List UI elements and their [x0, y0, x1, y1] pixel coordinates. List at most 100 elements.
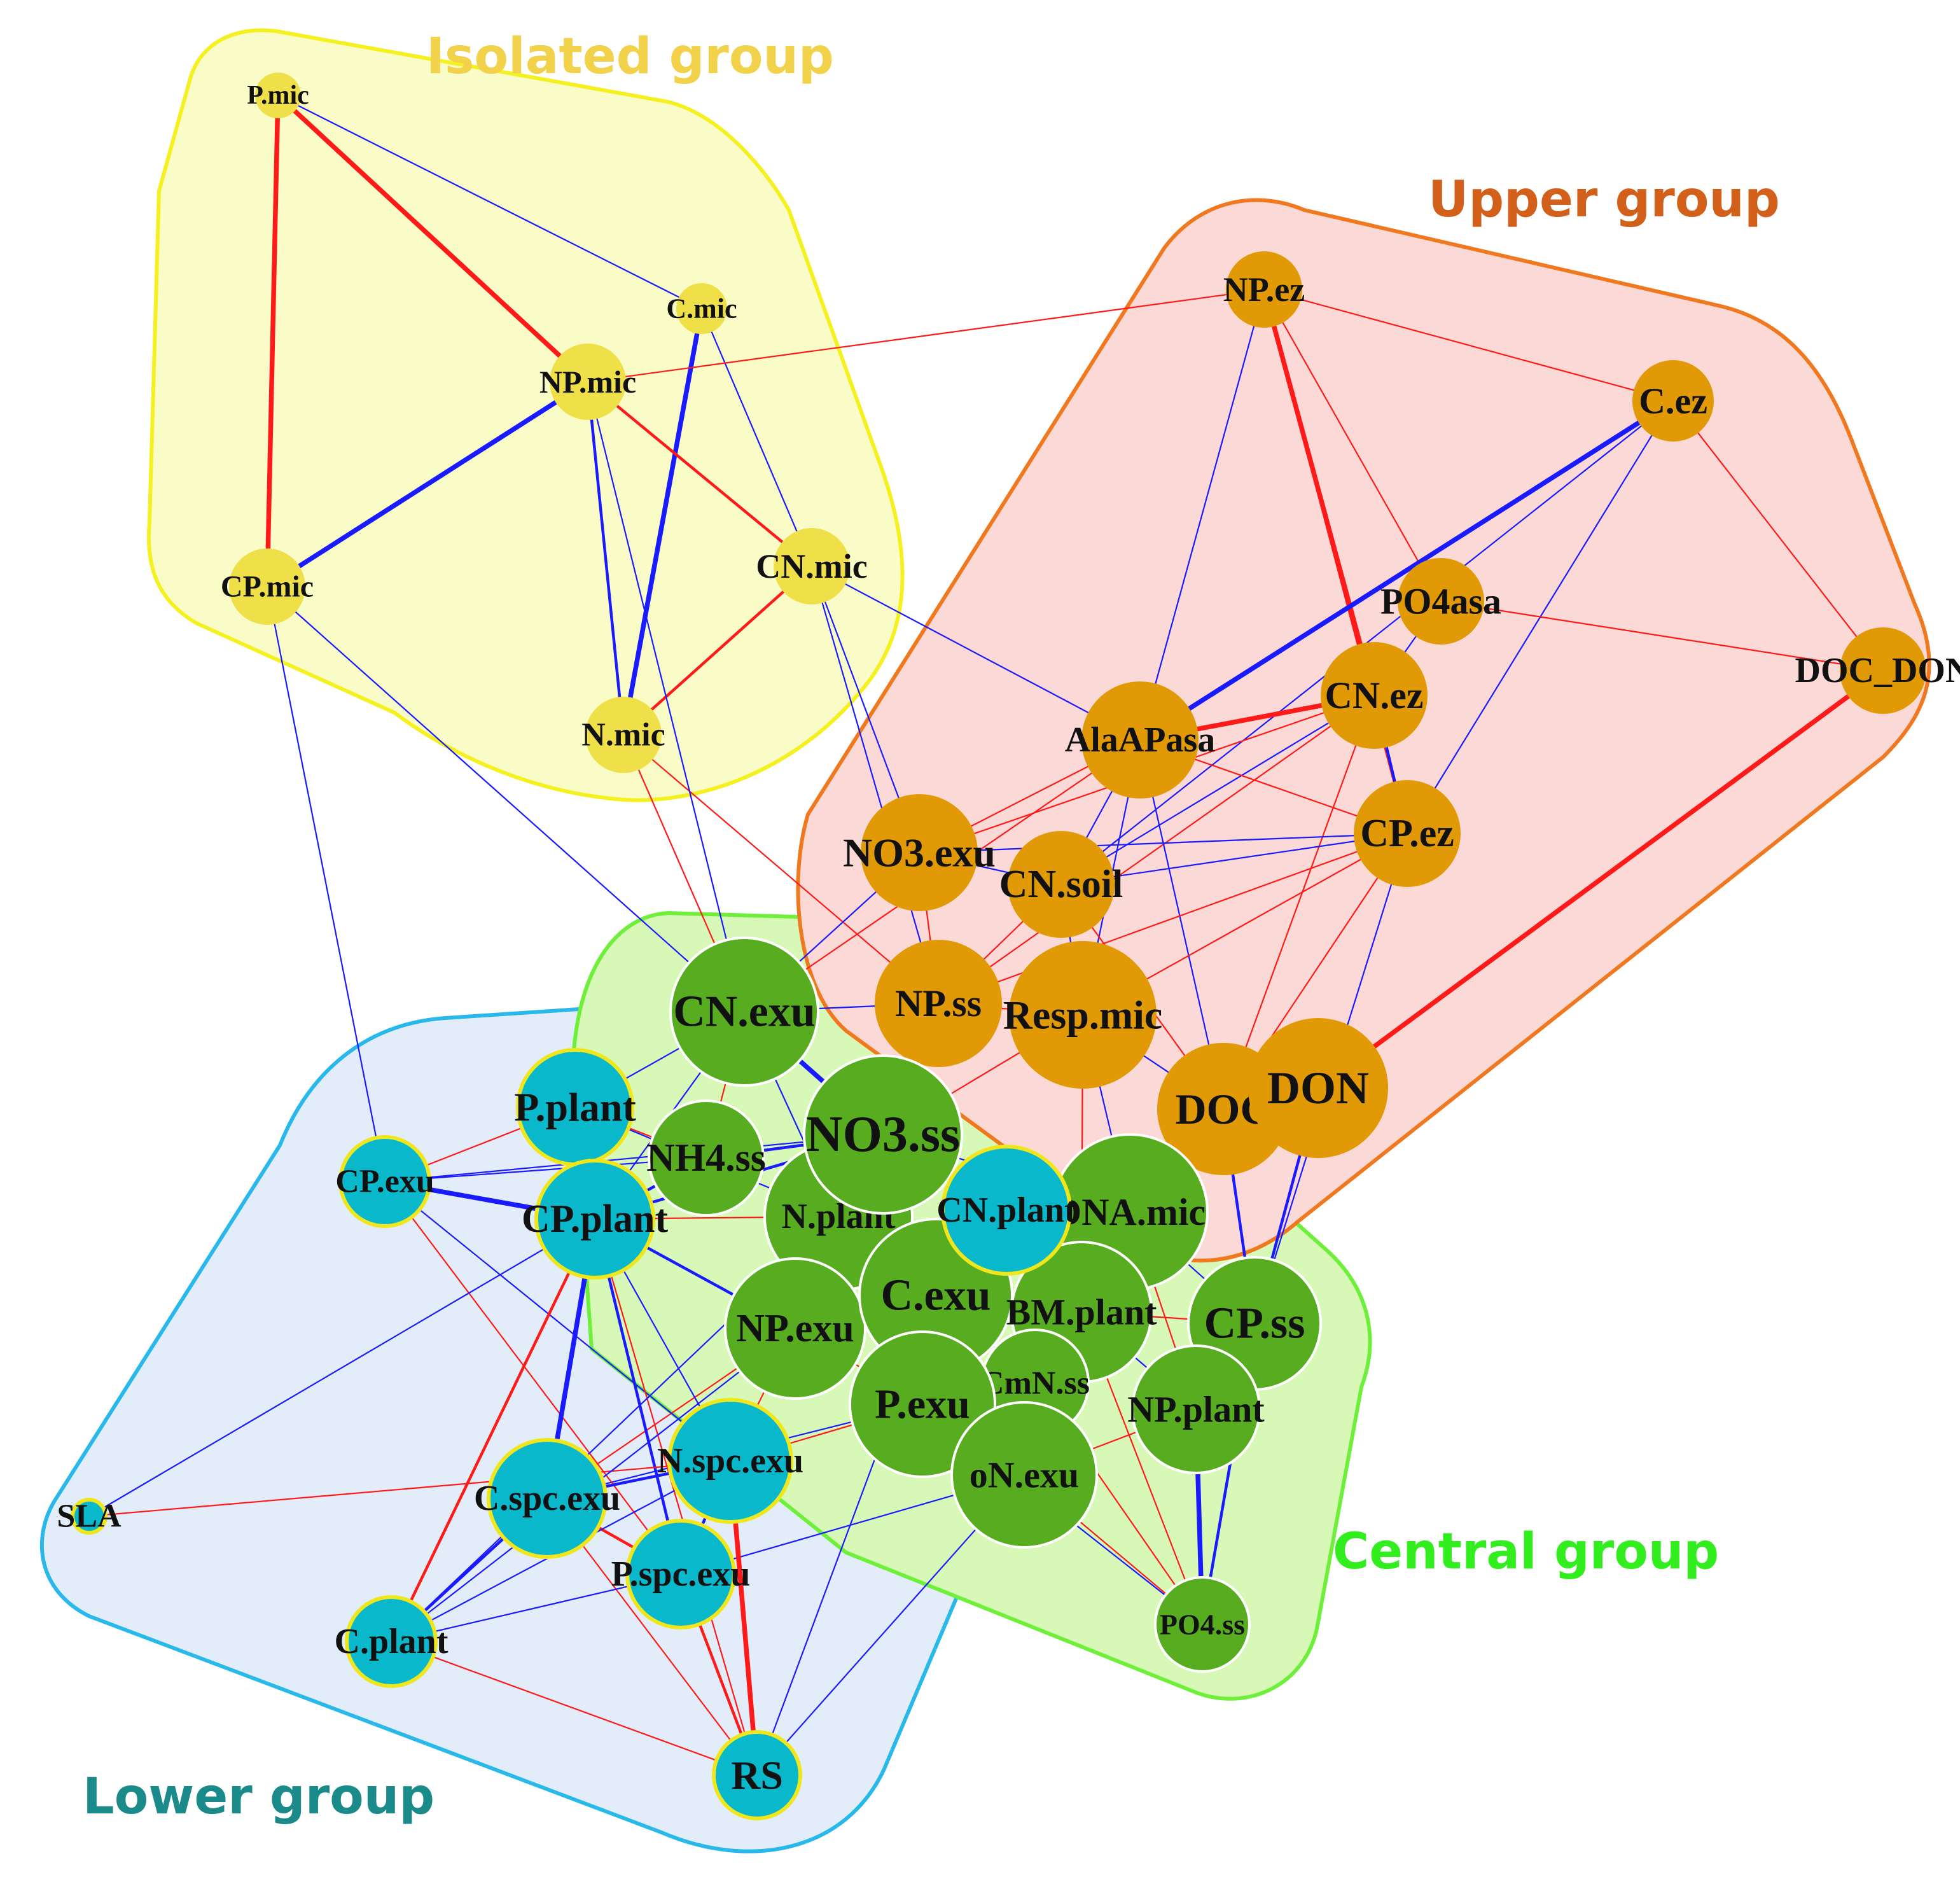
node-p-exu: P.exu [849, 1330, 996, 1478]
edge-cp-mic-cp-exu [266, 586, 386, 1182]
node-circle [803, 1054, 963, 1215]
edge-cp-exu-no3-ss [384, 1133, 884, 1183]
edge-cp-exu-n-spc-exu [384, 1181, 731, 1462]
node-cn-ez: CN.ez [1321, 642, 1428, 749]
node-np-ss: NP.ss [875, 940, 1002, 1067]
edge-c-plant-rs [391, 1640, 758, 1776]
edge-n-mic-np-ss [623, 734, 939, 1004]
edge-cp-ez-no3-exu [919, 832, 1408, 854]
node-circle [255, 73, 301, 118]
node-don: DON [1248, 1018, 1388, 1158]
node-circle [229, 548, 305, 625]
central-group-title: Central group [1333, 1523, 1719, 1580]
node-circle [534, 1159, 655, 1280]
node-circle [849, 1330, 996, 1478]
node-sla: SLA [57, 1498, 122, 1535]
node-circle [861, 794, 978, 911]
node-label: P.exu [875, 1381, 970, 1428]
edge-cn-ez-cn-soil [1060, 695, 1375, 885]
node-circle [71, 1498, 108, 1535]
node-c-mic: C.mic [666, 283, 737, 334]
isolated-group-hull [146, 28, 905, 802]
node-label: CN.plant [936, 1190, 1076, 1230]
node-circle [648, 1099, 765, 1217]
node-label: C.ez [1639, 380, 1707, 422]
node-circle [585, 697, 662, 773]
edge-cn-ez-doc [1222, 695, 1375, 1110]
edge-cp-ez-cn-soil [1060, 832, 1408, 886]
node-circle [1354, 780, 1461, 887]
edge-np-ez-c-ez [1263, 288, 1674, 402]
node-circle [1632, 360, 1714, 442]
node-circle [676, 283, 727, 334]
node-np-mic: NP.mic [539, 344, 636, 420]
edge-p-mic-cp-mic [265, 95, 281, 587]
node-label: DON [1267, 1063, 1369, 1113]
edge-c-mic-n-mic [621, 308, 704, 736]
edge-c-ez-doc-don [1672, 400, 1884, 671]
edge-np-mic-cn-mic [587, 380, 813, 568]
edge-cn-ez-np-ss [938, 695, 1375, 1004]
node-label: oN.exu [970, 1455, 1079, 1496]
node-circle [487, 1438, 608, 1559]
edge-np-mic-n-mic [586, 381, 625, 736]
node-cn-mic: CN.mic [756, 528, 868, 604]
node-doc-don: DOC_DON [1795, 627, 1960, 714]
edge-cn-mic-alaapasa [811, 566, 1141, 741]
edge-sla-n-spc-exu [88, 1460, 731, 1518]
edge-cp-ez-np-ss [938, 832, 1408, 1005]
node-label: DOC_DON [1795, 651, 1960, 690]
edge-np-ez-alaapasa [1139, 289, 1265, 741]
node-circle [1226, 251, 1302, 328]
edge-cn-mic-np-ss [810, 566, 940, 1004]
edge-p-mic-np-mic [276, 94, 590, 384]
edge-po4asa-doc-don [1440, 600, 1884, 672]
node-label: PO4asa [1380, 581, 1501, 622]
edge-np-mic-cn-exu [587, 381, 746, 1012]
node-label: BM.plant [1006, 1292, 1158, 1333]
node-circle [669, 937, 819, 1087]
node-resp-mic: Resp.mic [1003, 941, 1162, 1089]
node-circle [941, 1145, 1072, 1276]
node-label: N.mic [581, 717, 665, 753]
node-n-mic: N.mic [581, 697, 665, 773]
node-label: P.plant [514, 1085, 636, 1130]
lower-group-title: Lower group [83, 1768, 434, 1825]
node-label: CN.ez [1325, 674, 1424, 716]
node-label: NP.plant [1127, 1389, 1265, 1430]
node-circle [950, 1401, 1098, 1549]
node-rs: RS [712, 1730, 802, 1820]
node-cp-plant: CP.plant [522, 1159, 668, 1280]
edge-cp-exu-p-spc-exu [384, 1181, 681, 1575]
node-c-spc-exu: C.spc.exu [474, 1438, 620, 1559]
edge-cp-mic-cn-exu [267, 586, 745, 1012]
edge-np-ez-po4asa [1263, 289, 1442, 602]
node-circle [1154, 1576, 1251, 1673]
node-p-mic: P.mic [247, 73, 309, 118]
node-label: SLA [57, 1498, 122, 1535]
node-circle [875, 940, 1002, 1067]
node-circle [1840, 627, 1926, 714]
node-on-exu: oN.exu [950, 1401, 1098, 1549]
node-circle [1009, 941, 1157, 1089]
node-c-plant: C.plant [335, 1595, 448, 1688]
node-n-spc-exu: N.spc.exu [657, 1398, 803, 1524]
node-po4asa: PO4asa [1380, 558, 1501, 645]
node-label: NH4.ss [646, 1136, 766, 1180]
node-circle [625, 1519, 736, 1629]
node-layer: P.micC.micNP.micCP.micCN.micN.micNP.ezC.… [57, 73, 1960, 1820]
node-label: DNA.mic [1054, 1191, 1206, 1233]
node-label: P.mic [247, 81, 309, 110]
node-label: NP.exu [736, 1307, 854, 1350]
edge-c-ez-alaapasa [1138, 398, 1675, 743]
node-circle [1398, 558, 1484, 645]
node-p-plant: P.plant [514, 1048, 636, 1166]
node-label: CP.mic [221, 570, 314, 604]
edge-cp-mic-np-mic [265, 379, 590, 589]
edge-cp-plant-rs [594, 1218, 758, 1776]
edge-cp-plant-sla [88, 1218, 595, 1517]
node-circle [345, 1595, 438, 1688]
edge-c-mic-cn-mic [700, 308, 813, 567]
node-po4-ss: PO4.ss [1154, 1576, 1251, 1673]
